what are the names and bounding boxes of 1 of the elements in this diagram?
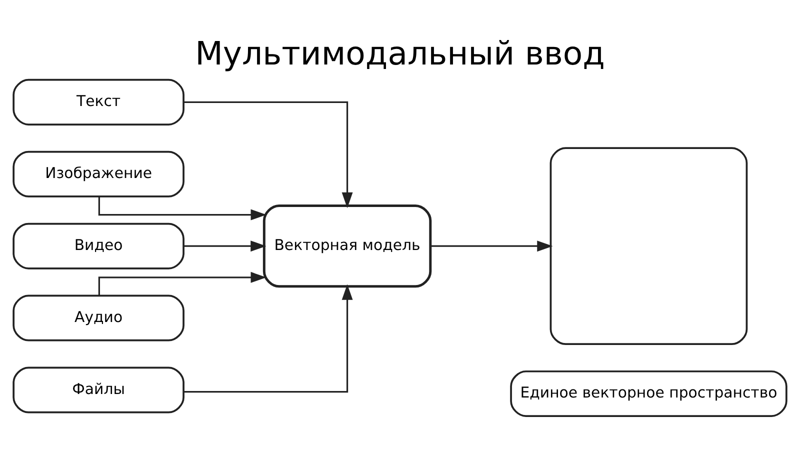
diagram-title: Мультимодальный ввод	[195, 34, 605, 73]
